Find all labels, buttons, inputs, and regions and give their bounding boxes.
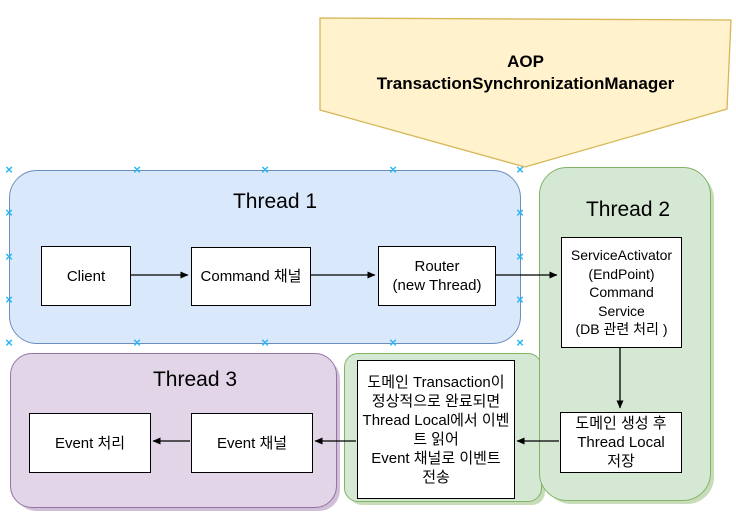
selection-handle[interactable] <box>515 338 525 348</box>
thread3-container[interactable]: Thread 3 Event 처리 Event 채널 <box>10 353 337 508</box>
thread2-title: Thread 2 <box>585 198 671 221</box>
transaction-note-box[interactable]: 도메인 Transaction이 정상적으로 완료되면 Thread Local… <box>357 360 515 499</box>
event-channel-label: Event 채널 <box>216 434 288 452</box>
thread3-title: Thread 3 <box>152 368 238 391</box>
selection-handle[interactable] <box>4 338 14 348</box>
event-channel-box[interactable]: Event 채널 <box>191 413 313 473</box>
selection-handle[interactable] <box>388 165 398 175</box>
domain-save-label: 도메인 생성 후 Thread Local 저장 <box>575 415 667 470</box>
selection-handle[interactable] <box>515 165 525 175</box>
selection-handle[interactable] <box>515 208 525 218</box>
thread2-container[interactable]: Thread 2 ServiceActivator (EndPoint) Com… <box>539 167 711 501</box>
client-box[interactable]: Client <box>41 246 131 306</box>
service-activator-label: ServiceActivator (EndPoint) Command Serv… <box>570 247 673 338</box>
transaction-note-label: 도메인 Transaction이 정상적으로 완료되면 Thread Local… <box>362 373 510 486</box>
domain-save-box[interactable]: 도메인 생성 후 Thread Local 저장 <box>560 412 682 473</box>
selection-handle[interactable] <box>515 252 525 262</box>
selection-handle[interactable] <box>4 208 14 218</box>
aop-banner-label: AOP TransactionSynchronizationManager <box>376 52 675 93</box>
event-handler-label: Event 처리 <box>54 434 126 452</box>
selection-handle[interactable] <box>132 165 142 175</box>
router-label: Router (new Thread) <box>392 258 482 294</box>
command-channel-label: Command 채널 <box>200 268 302 285</box>
event-handler-box[interactable]: Event 처리 <box>29 413 151 473</box>
selection-handle[interactable] <box>4 295 14 305</box>
selection-handle[interactable] <box>515 295 525 305</box>
router-box[interactable]: Router (new Thread) <box>378 246 496 306</box>
selection-handle[interactable] <box>4 252 14 262</box>
thread1-container[interactable]: Thread 1 Client Command 채널 Router (new T… <box>9 170 521 344</box>
selection-handle[interactable] <box>388 338 398 348</box>
selection-handle[interactable] <box>132 338 142 348</box>
selection-handle[interactable] <box>260 165 270 175</box>
thread1-title: Thread 1 <box>232 190 318 213</box>
client-label: Client <box>66 267 106 285</box>
service-activator-box[interactable]: ServiceActivator (EndPoint) Command Serv… <box>561 237 682 348</box>
command-channel-box[interactable]: Command 채널 <box>191 247 311 306</box>
selection-handle[interactable] <box>260 338 270 348</box>
selection-handle[interactable] <box>4 165 14 175</box>
transaction-note-group[interactable]: 도메인 Transaction이 정상적으로 완료되면 Thread Local… <box>344 353 542 502</box>
